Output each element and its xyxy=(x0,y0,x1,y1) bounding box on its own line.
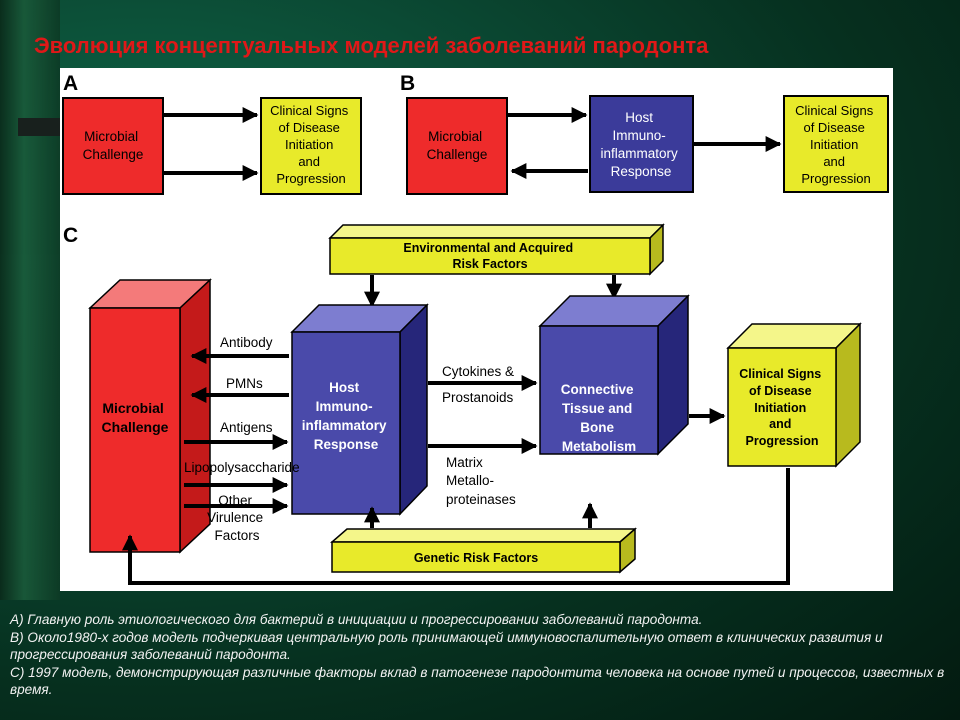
microbial-challenge-cube: Microbial Challenge xyxy=(88,278,212,554)
panel-a-clinical-line-3: Initiation xyxy=(285,137,333,152)
label-matrix-line-1: Matrix xyxy=(446,455,483,470)
svg-text:Other Virulence Factor: Other Virulence Factors xyxy=(207,493,267,543)
svg-text:Cytokines & Prostanoids: Cytokines & Prostanoids xyxy=(442,364,518,405)
decorative-tab xyxy=(18,118,60,136)
caption-line-c: С) 1997 модель, демонстрирующая различны… xyxy=(10,664,945,698)
svg-text:Environmental and Acquired: Environmental and Acquired Risk Factors xyxy=(403,241,576,271)
model-diagram: A Microbial Challenge Clinical Signs of … xyxy=(62,72,889,585)
caption-line-b: В) Около1980-х годов модель подчеркивая … xyxy=(10,629,883,663)
panel-b-letter: B xyxy=(400,72,415,95)
svg-text:Clinical Signs of Diseas: Clinical Signs of Disease Initiation and… xyxy=(270,103,352,186)
svg-text:Host Immuno- infla: Host Immuno- inflammatory Response xyxy=(600,110,681,179)
label-lps: Lipopolysaccharide xyxy=(184,460,300,475)
caption: А) Главную роль этиологического для бакт… xyxy=(10,611,950,699)
svg-text:Microbial Challenge: Microbial Challenge xyxy=(83,129,144,162)
panel-b-clinical-line-4: and xyxy=(823,154,845,169)
c-clinical-line-3: Initiation xyxy=(754,401,806,415)
c-clinical-line-1: Clinical Signs xyxy=(739,367,821,381)
genetic-label: Genetic Risk Factors xyxy=(414,551,538,565)
panel-b-clinical-line-2: of Disease xyxy=(803,120,864,135)
panel-a-clinical-line-2: of Disease xyxy=(278,120,339,135)
svg-text:Microbial Challenge: Microbial Challenge xyxy=(102,400,169,435)
panel-b-microbial-line-1: Microbial xyxy=(428,129,482,144)
c-host-line-2: Immuno- xyxy=(316,399,373,414)
c-host-line-3: inflammatory xyxy=(302,418,387,433)
label-other-line-1: Other xyxy=(218,493,252,508)
panel-b-host-line-2: Immuno- xyxy=(612,128,665,143)
panel-a-microbial-line-1: Microbial xyxy=(84,129,138,144)
panel-b-clinical-line-1: Clinical Signs xyxy=(795,103,874,118)
panel-b-host-box: Host Immuno- inflammatory Response xyxy=(589,95,694,193)
c-clinical-line-5: Progression xyxy=(746,434,819,448)
panel-a-microbial-line-2: Challenge xyxy=(83,147,144,162)
c-host-line-1: Host xyxy=(329,380,360,395)
svg-text:Matrix Metallo- protei: Matrix Metallo- proteinases xyxy=(446,455,516,507)
panel-b-host-line-1: Host xyxy=(625,110,653,125)
c-clinical-line-4: and xyxy=(769,417,791,431)
arrow-feedback-loop xyxy=(122,468,790,585)
label-matrix-line-3: proteinases xyxy=(446,492,516,507)
connective-line-4: Metabolism xyxy=(562,439,636,454)
svg-text:Connective Tissue and: Connective Tissue and Bone Metabolism xyxy=(561,382,638,454)
connective-line-2: Tissue and xyxy=(562,401,632,416)
environmental-risk-box: Environmental and Acquired Risk Factors xyxy=(328,223,665,276)
figure-panel: A Microbial Challenge Clinical Signs of … xyxy=(60,68,893,591)
panel-b-microbial-box: Microbial Challenge xyxy=(406,97,508,195)
panel-b-microbial-line-2: Challenge xyxy=(427,147,488,162)
caption-line-a: А) Главную роль этиологического для бакт… xyxy=(10,612,703,627)
panel-a-letter: A xyxy=(63,72,78,95)
label-matrix-line-2: Metallo- xyxy=(446,473,494,488)
label-cytokines-line-2: Prostanoids xyxy=(442,390,514,405)
panel-a-clinical-line-5: Progression xyxy=(276,171,345,186)
c-microbial-line-1: Microbial xyxy=(102,400,163,416)
panel-a-clinical-line-1: Clinical Signs xyxy=(270,103,349,118)
label-other-line-2: Virulence xyxy=(207,510,263,525)
svg-text:Host Immuno- infla: Host Immuno- inflammatory Response xyxy=(302,380,391,452)
panel-b-host-line-3: inflammatory xyxy=(600,146,678,161)
host-response-cube: Host Immuno- inflammatory Response xyxy=(290,303,429,516)
environmental-line-1: Environmental and Acquired xyxy=(403,241,573,255)
panel-b-clinical-box: Clinical Signs of Disease Initiation and… xyxy=(783,95,889,193)
connective-line-1: Connective xyxy=(561,382,634,397)
environmental-line-2: Risk Factors xyxy=(452,257,527,271)
panel-b-clinical-line-5: Progression xyxy=(801,171,870,186)
c-clinical-line-2: of Disease xyxy=(749,384,812,398)
panel-b-clinical-line-3: Initiation xyxy=(810,137,858,152)
connective-line-3: Bone xyxy=(580,420,614,435)
label-other-line-3: Factors xyxy=(214,528,259,543)
svg-text:Clinical Signs of Diseas: Clinical Signs of Disease Initiation and… xyxy=(739,367,824,448)
label-antibody: Antibody xyxy=(220,335,273,350)
panel-c-letter: C xyxy=(63,224,78,247)
panel-a-clinical-line-4: and xyxy=(298,154,320,169)
svg-text:Clinical Signs of Diseas: Clinical Signs of Disease Initiation and… xyxy=(795,103,877,186)
decorative-left-strip xyxy=(0,0,60,600)
c-microbial-line-2: Challenge xyxy=(102,419,169,435)
page-title: Эволюция концептуальных моделей заболева… xyxy=(34,33,709,58)
panel-a-microbial-box: Microbial Challenge xyxy=(62,97,164,195)
connective-tissue-cube: Connective Tissue and Bone Metabolism xyxy=(538,294,690,456)
c-clinical-cube: Clinical Signs of Disease Initiation and… xyxy=(726,322,862,468)
label-antigens: Antigens xyxy=(220,420,273,435)
panel-a-clinical-box: Clinical Signs of Disease Initiation and… xyxy=(260,97,362,195)
panel-b-host-line-4: Response xyxy=(611,164,672,179)
label-cytokines-line-1: Cytokines & xyxy=(442,364,514,379)
svg-text:Microbial Challenge: Microbial Challenge xyxy=(427,129,488,162)
c-host-line-4: Response xyxy=(314,437,379,452)
label-pmns: PMNs xyxy=(226,376,263,391)
genetic-risk-box: Genetic Risk Factors xyxy=(329,527,638,574)
